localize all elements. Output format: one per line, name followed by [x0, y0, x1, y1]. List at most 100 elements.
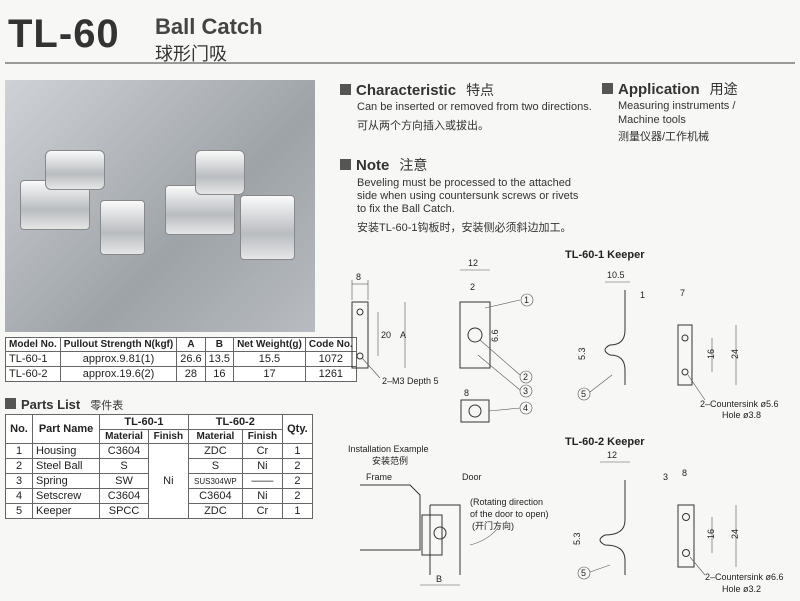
dim-3: 3 — [663, 472, 668, 482]
dim-12: 12 — [468, 258, 478, 268]
label-hole: Hole ø3.8 — [722, 410, 761, 420]
label-hole: Hole ø3.2 — [722, 584, 761, 594]
cell: 2 — [281, 473, 314, 489]
cell: SPCC — [99, 503, 149, 519]
cell: 17 — [233, 366, 306, 382]
dim-10-5: 10.5 — [607, 270, 625, 280]
rotation-note-1: (Rotating direction — [470, 497, 543, 507]
catch-side-view: 12 2 6.6 1 2 3 8 4 — [459, 258, 534, 423]
cell: Spring — [31, 473, 101, 489]
characteristic-text-cn: 可从两个方向插入或拔出。 — [357, 120, 489, 132]
application-heading: Application 用途 — [602, 79, 738, 99]
col-header: Qty. — [281, 414, 314, 444]
application-line1: Measuring instruments / — [618, 100, 736, 112]
model-number: TL-60 — [8, 12, 120, 56]
cell: Keeper — [31, 503, 101, 519]
dim-24: 24 — [730, 349, 740, 359]
characteristic-heading: Characteristic 特点 — [340, 80, 494, 100]
label-countersink: 2–Countersink ø6.6 — [705, 572, 784, 582]
characteristic-title: Characteristic — [356, 82, 457, 99]
cell: Steel Ball — [31, 458, 101, 474]
keeper2-title: TL-60-2 Keeper — [565, 436, 645, 448]
application-title: Application — [618, 81, 700, 98]
label-m3-depth: 2–M3 Depth 5 — [382, 376, 439, 386]
note-heading: Note 注意 — [340, 155, 427, 175]
cell: C3604 — [187, 488, 244, 504]
balloon-5: 5 — [581, 389, 586, 399]
application-line2: Machine tools — [618, 114, 686, 126]
rotation-note-2: of the door to open) — [470, 509, 549, 519]
dim-24: 24 — [730, 529, 740, 539]
col-header: Part Name — [31, 414, 101, 444]
cell: 1 — [281, 503, 314, 519]
install-title-cn: 安装范例 — [372, 455, 408, 466]
product-name-cn: 球形门吸 — [155, 44, 227, 64]
cell: 13.5 — [204, 351, 235, 367]
cell: ZDC — [187, 503, 244, 519]
dim-A: A — [400, 330, 406, 340]
keeper1-drawing: TL-60-1 Keeper 10.5 1 5.3 5 7 16 24 2–Co… — [565, 249, 779, 420]
dim-8-setscrew: 8 — [464, 388, 469, 398]
cell: Cr — [242, 503, 283, 519]
keeper-2 — [240, 195, 295, 260]
note-title: Note — [356, 157, 390, 174]
keeper2-drawing: TL-60-2 Keeper 12 3 5.3 5 8 16 24 2–Coun… — [565, 436, 784, 594]
dim-1: 1 — [640, 290, 645, 300]
cell: —— — [242, 473, 283, 489]
dim-5-3: 5.3 — [572, 532, 582, 545]
product-name: Ball Catch — [155, 14, 263, 39]
keeper1-title: TL-60-1 Keeper — [565, 249, 645, 261]
dim-7: 7 — [680, 288, 685, 298]
install-title: Installation Example — [348, 444, 429, 454]
balloon-2: 2 — [523, 372, 528, 382]
dim-6-6: 6.6 — [490, 329, 500, 342]
dim-5-3: 5.3 — [577, 347, 587, 360]
balloon-4: 4 — [523, 403, 528, 413]
cell: 1261 — [304, 366, 357, 382]
dim-B: B — [436, 574, 442, 584]
note-text-cn: 安装TL-60-1钩板时，安装侧必须斜边加工。 — [357, 222, 572, 234]
label-door: Door — [462, 472, 482, 482]
catch-top-1 — [45, 150, 105, 190]
label-frame: Frame — [366, 472, 392, 482]
dim-20: 20 — [381, 330, 391, 340]
dim-16: 16 — [706, 349, 716, 359]
cell: approx.19.6(2) — [59, 366, 178, 382]
dim-2: 2 — [470, 282, 475, 292]
parts-title: Parts List — [21, 397, 81, 412]
rotation-note-cn: (开门方向) — [472, 520, 514, 531]
cell: 15.5 — [233, 351, 306, 367]
note-line2: side when using countersunk screws or ri… — [357, 190, 579, 202]
cell: Housing — [31, 443, 101, 459]
cell: Setscrew — [31, 488, 101, 504]
col-header: TL-60-1 — [99, 414, 189, 430]
note-title-cn: 注意 — [399, 157, 428, 173]
application-text-cn: 测量仪器/工作机械 — [618, 131, 710, 143]
cell: TL-60-2 — [5, 366, 61, 382]
label-countersink: 2–Countersink ø5.6 — [700, 399, 779, 409]
product-photo — [5, 80, 315, 332]
cell: 16 — [204, 366, 235, 382]
note-line1: Beveling must be processed to the attach… — [357, 177, 572, 189]
dim-8: 8 — [356, 272, 361, 282]
header-divider — [5, 62, 795, 64]
dim-8: 8 — [682, 468, 687, 478]
balloon-3: 3 — [523, 386, 528, 396]
application-title-cn: 用途 — [709, 81, 738, 97]
note-line3: to fix the Ball Catch. — [357, 203, 455, 215]
catch-top-2 — [195, 150, 245, 195]
balloon-1: 1 — [524, 295, 529, 305]
keeper-1 — [100, 200, 145, 255]
characteristic-title-cn: 特点 — [466, 82, 495, 98]
cell: TL-60-1 — [5, 351, 61, 367]
